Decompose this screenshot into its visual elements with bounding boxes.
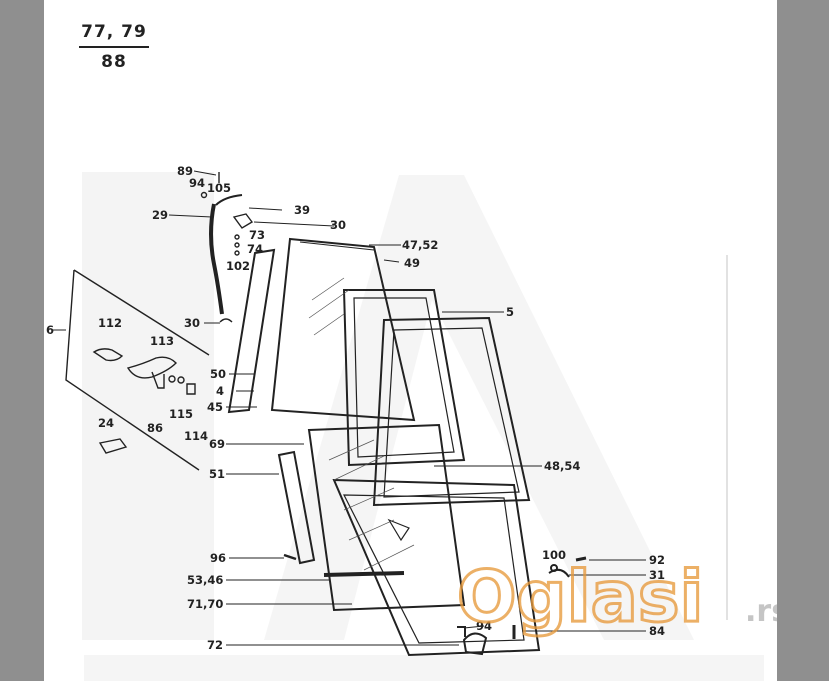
label-84: 84 (649, 624, 665, 638)
screw-96 (283, 553, 297, 561)
label-39: 39 (294, 203, 310, 217)
strip-53-46 (323, 571, 405, 577)
background-watermark (82, 172, 764, 681)
label-50: 50 (210, 367, 226, 381)
label-71-70: 71,70 (187, 597, 223, 611)
callout-labels: 89 94 105 39 29 30 73 74 102 47,52 49 5 … (46, 164, 665, 652)
label-115: 115 (169, 407, 193, 421)
parts-diagram-page: 77, 79 88 (44, 0, 777, 681)
label-49: 49 (404, 256, 420, 270)
lower-glass (307, 423, 466, 612)
label-92: 92 (649, 553, 665, 567)
exploded-door-diagram: 89 94 105 39 29 30 73 74 102 47,52 49 5 … (46, 164, 764, 681)
label-94: 94 (189, 176, 205, 190)
page-reference-denominator: 88 (101, 52, 127, 72)
lock-30 (232, 213, 254, 229)
top-parts (200, 172, 254, 323)
leader-lines (52, 170, 646, 646)
grommet-30 (219, 318, 233, 323)
page-reference-numerator: 77, 79 (81, 22, 147, 42)
label-112: 112 (98, 316, 122, 330)
label-100: 100 (542, 548, 566, 562)
hinge-72 (462, 632, 488, 656)
label-105: 105 (207, 181, 231, 195)
label-48-54: 48,54 (544, 459, 580, 473)
label-74: 74 (247, 242, 263, 256)
label-69: 69 (209, 437, 225, 451)
label-45: 45 (207, 400, 223, 414)
label-72: 72 (207, 638, 223, 652)
frame-48-54 (372, 316, 531, 507)
door-frames (227, 237, 587, 657)
label-5: 5 (506, 305, 514, 319)
label-114: 114 (184, 429, 208, 443)
watermark-tld: .rs (745, 594, 777, 629)
label-102: 102 (226, 259, 250, 273)
label-89: 89 (177, 164, 193, 178)
strip-50 (227, 248, 276, 414)
window-glass (270, 237, 416, 422)
fraction-bar (79, 46, 149, 48)
label-30-grommet: 30 (184, 316, 200, 330)
screw-92 (575, 556, 587, 562)
rod-29 (209, 203, 224, 315)
frame-5-outer (342, 289, 466, 467)
label-94-lower: 94 (476, 619, 492, 633)
label-96: 96 (210, 551, 226, 565)
lever (126, 356, 177, 379)
label-47-52: 47,52 (402, 238, 438, 252)
label-29: 29 (152, 208, 168, 222)
bolt-94 (457, 626, 466, 637)
label-53-46: 53,46 (187, 573, 223, 587)
bracket (151, 371, 165, 389)
screw-115 (168, 375, 176, 383)
oglasi-watermark-logo: Oglasi .rs (457, 555, 777, 640)
watermark-brand: Oglasi (457, 556, 704, 638)
label-6: 6 (46, 323, 54, 337)
handle-inset (65, 269, 210, 471)
screw (177, 376, 185, 384)
label-113: 113 (150, 334, 174, 348)
page-reference: 77, 79 88 (79, 22, 149, 72)
pad-24 (98, 438, 128, 454)
screw-100 (550, 564, 558, 572)
handle-body (92, 348, 124, 362)
label-31: 31 (649, 568, 665, 582)
strip-51 (277, 450, 316, 565)
label-30: 30 (330, 218, 346, 232)
label-24: 24 (98, 416, 114, 430)
label-4: 4 (216, 384, 224, 398)
bolt-114 (186, 383, 196, 395)
label-86: 86 (147, 421, 163, 435)
glass-hatching (308, 277, 415, 571)
clip-31 (548, 568, 570, 578)
door-inner-frame (332, 478, 541, 657)
label-51: 51 (209, 467, 225, 481)
label-73: 73 (249, 228, 265, 242)
